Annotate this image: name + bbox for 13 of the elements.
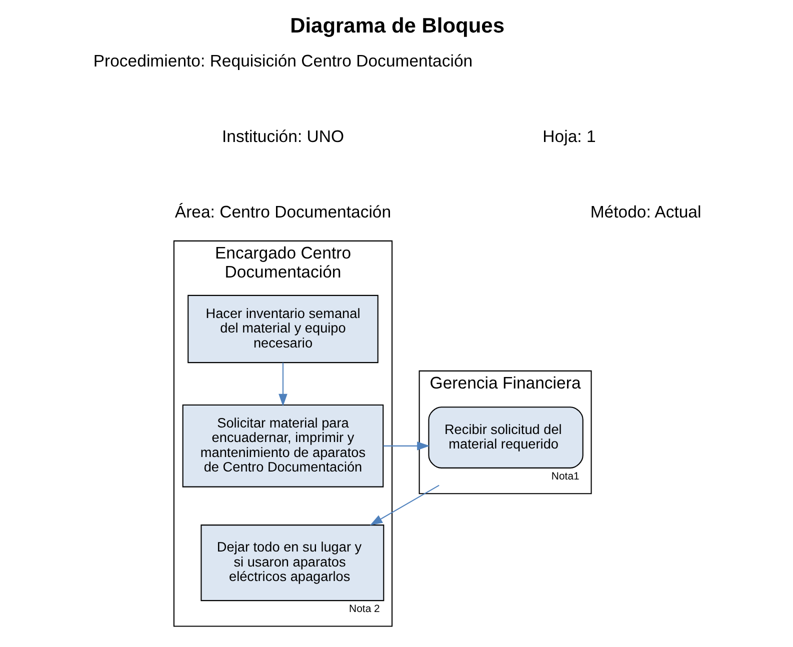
label: Institución: UNO — [222, 127, 344, 146]
node-label: Nota 2 — [349, 604, 380, 616]
node-box: Hacer inventario semanal del material y equipo necesario — [188, 294, 378, 364]
arrow — [383, 442, 430, 450]
label: Procedimiento: Requisición Centro Documentación — [93, 52, 473, 71]
arrow — [278, 362, 288, 406]
diagram-title: Diagrama de Bloques — [290, 14, 504, 38]
label: Área: Centro Documentación — [174, 202, 392, 222]
node-box: Solicitar material para encuadernar, imprimir y mantenimiento de aparatos de Centro Documentación — [182, 404, 384, 488]
label: Método: Actual — [590, 202, 702, 222]
node-label: Nota1 — [551, 471, 580, 482]
label: Hoja: 1 — [542, 127, 596, 146]
arrow — [370, 484, 440, 526]
